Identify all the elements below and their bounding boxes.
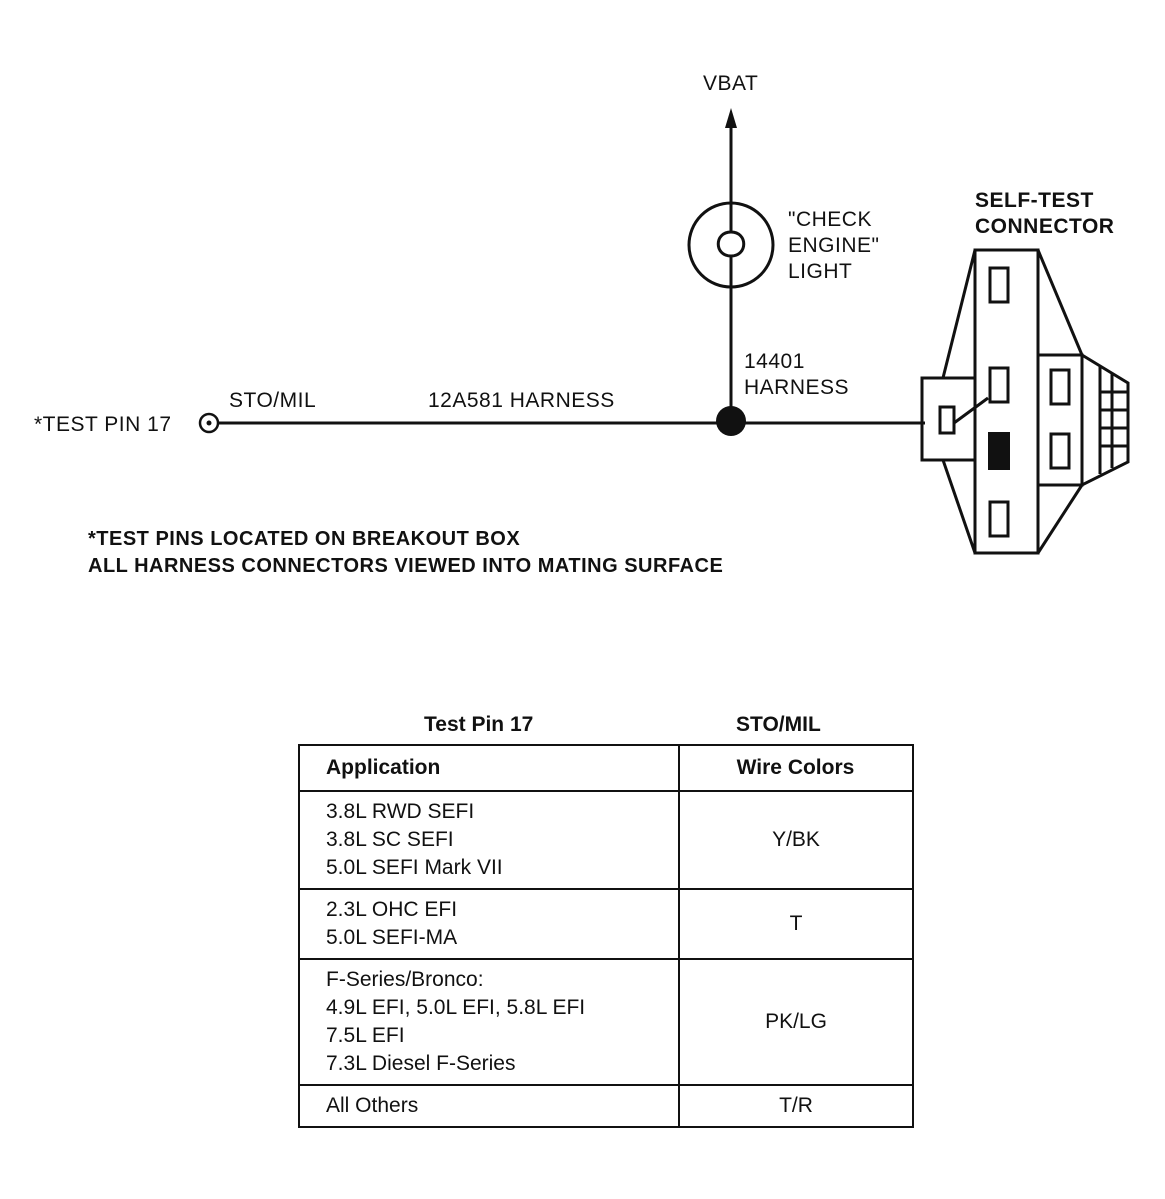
sto-mil-label: STO/MIL <box>229 389 317 412</box>
application-line: 5.0L SEFI-MA <box>326 926 458 949</box>
lamp-label-line-2: ENGINE" <box>788 234 880 257</box>
splice-dot <box>716 406 746 436</box>
application-line: All Others <box>326 1094 419 1117</box>
table-row: 2.3L OHC EFI 5.0L SEFI-MA T <box>298 888 914 960</box>
application-line: 3.8L RWD SEFI <box>326 800 475 823</box>
application-line: 7.3L Diesel F-Series <box>326 1052 516 1075</box>
wire-color-cell: T <box>678 888 914 960</box>
table-caption-right: STO/MIL <box>736 713 821 736</box>
table-row: All Others T/R <box>298 1084 914 1128</box>
table-row: 3.8L RWD SEFI 3.8L SC SEFI 5.0L SEFI Mar… <box>298 790 914 890</box>
connector-title-line-2: CONNECTOR <box>975 215 1115 238</box>
application-line: 7.5L EFI <box>326 1024 405 1047</box>
lamp-filament <box>716 205 746 286</box>
lamp-label-line-3: LIGHT <box>788 260 853 283</box>
application-line: 5.0L SEFI Mark VII <box>326 856 503 879</box>
lamp-label-line-1: "CHECK <box>788 208 872 231</box>
wire-color-cell: PK/LG <box>678 958 914 1086</box>
application-line: 3.8L SC SEFI <box>326 828 454 851</box>
wire-color-cell: Y/BK <box>678 790 914 890</box>
harness-14401-line-1: 14401 <box>744 350 805 373</box>
harness-14401-line-2: HARNESS <box>744 376 850 399</box>
wire-color-cell: T/R <box>678 1084 914 1128</box>
connector-active-terminal <box>988 432 1010 470</box>
vbat-arrowhead <box>725 108 737 128</box>
test-pin-icon <box>198 412 220 434</box>
application-cell: 3.8L RWD SEFI 3.8L SC SEFI 5.0L SEFI Mar… <box>298 790 680 890</box>
application-cell: All Others <box>298 1084 680 1128</box>
table-row: F-Series/Bronco: 4.9L EFI, 5.0L EFI, 5.8… <box>298 958 914 1086</box>
header-wire-colors: Wire Colors <box>678 744 914 792</box>
application-line: F-Series/Bronco: <box>326 968 484 991</box>
application-line: 2.3L OHC EFI <box>326 898 458 921</box>
application-cell: 2.3L OHC EFI 5.0L SEFI-MA <box>298 888 680 960</box>
note-line-1: *TEST PINS LOCATED ON BREAKOUT BOX <box>88 528 521 550</box>
connector-title-line-1: SELF-TEST <box>975 189 1094 212</box>
wire-color-table: Application Wire Colors 3.8L RWD SEFI 3.… <box>298 744 914 1128</box>
application-cell: F-Series/Bronco: 4.9L EFI, 5.0L EFI, 5.8… <box>298 958 680 1086</box>
harness-12a581-label: 12A581 HARNESS <box>428 389 615 412</box>
vbat-label: VBAT <box>703 72 759 95</box>
test-pin-center <box>206 420 212 426</box>
test-pin-label: *TEST PIN 17 <box>34 413 172 436</box>
table-header-row: Application Wire Colors <box>298 744 914 792</box>
header-application: Application <box>298 744 680 792</box>
table-caption-left: Test Pin 17 <box>424 713 534 736</box>
application-line: 4.9L EFI, 5.0L EFI, 5.8L EFI <box>326 996 586 1019</box>
note-line-2: ALL HARNESS CONNECTORS VIEWED INTO MATIN… <box>88 555 724 577</box>
self-test-connector-icon <box>920 248 1130 555</box>
